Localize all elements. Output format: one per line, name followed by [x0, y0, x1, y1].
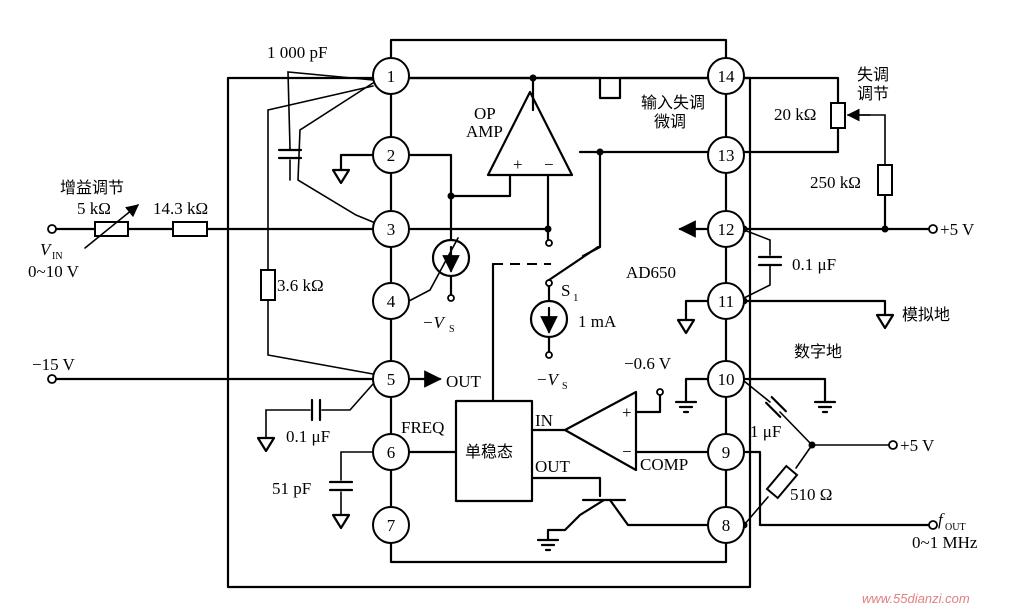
offset-trim-line1: 输入失调: [641, 93, 705, 112]
resistor-14-3k: [172, 221, 208, 237]
watermark: www.55dianzi.com: [862, 591, 970, 606]
resistor-20k: [830, 102, 846, 129]
switch-s1: S 1: [493, 239, 600, 304]
digital-ground-label: 数字地: [794, 342, 842, 361]
comp-label: COMP: [640, 455, 688, 474]
resistors: [84, 102, 893, 500]
ground-analog: [875, 313, 895, 330]
chip-name-label: AD650: [626, 263, 676, 282]
pin-11-label: 11: [718, 292, 734, 311]
plus5-terminal-a: [928, 224, 938, 234]
r-510-label: 510 Ω: [790, 485, 832, 504]
resistor-5k: [94, 221, 129, 237]
vs-label-sub: S: [449, 324, 455, 335]
r-250k-label: 250 kΩ: [810, 173, 861, 192]
vs-label: −V: [422, 313, 446, 332]
pin-4-label: 4: [387, 292, 396, 311]
terminals: [47, 224, 938, 530]
ground-transistor: [536, 538, 560, 552]
vin-terminal: [47, 224, 57, 234]
opamp-label-bottom: AMP: [466, 122, 503, 141]
switch-label-sub: 1: [573, 292, 579, 304]
cap-51pf-label: 51 pF: [272, 479, 311, 498]
gain-adjust-label: 增益调节: [60, 178, 124, 197]
pin-13-label: 13: [718, 146, 735, 165]
fout-label: f: [938, 510, 945, 529]
minus15-label: −15 V: [32, 355, 76, 374]
r-14-3k-label: 14.3 kΩ: [153, 199, 208, 218]
minus0-6-label: −0.6 V: [624, 354, 672, 373]
one-shot-in-label: IN: [535, 411, 553, 430]
offset-adjust-line1: 失调: [857, 65, 889, 84]
opamp-minus-sign: −: [544, 155, 554, 174]
pins-left: 1 2 3 4 5 6 7: [372, 57, 410, 544]
comparator: + −: [563, 390, 638, 472]
r-20k-label: 20 kΩ: [774, 105, 816, 124]
pin-5-label: 5: [387, 370, 396, 389]
plus5-terminal-b: [888, 440, 898, 450]
current-source-label: 1 mA: [578, 312, 617, 331]
vs2-label-sub: S: [562, 381, 568, 392]
vin-range-label: 0~10 V: [28, 262, 80, 281]
resistor-3-6k: [260, 269, 276, 301]
current-source-1ma: 1 mA: [529, 299, 617, 359]
plus5-b-label: +5 V: [900, 436, 935, 455]
capacitors: [277, 147, 787, 492]
minus0-6-terminal: [656, 388, 664, 396]
ground-pin11: [676, 318, 696, 335]
analog-ground-label: 模拟地: [902, 305, 950, 324]
cap-1uf-label: 1 μF: [750, 422, 781, 441]
vs2-label: −V: [536, 370, 560, 389]
resistor-510: [765, 464, 799, 500]
comparator-minus-sign: −: [622, 442, 632, 461]
fout-range-label: 0~1 MHz: [912, 533, 978, 552]
offset-trim-line2: 微调: [654, 112, 686, 131]
pin-3-label: 3: [387, 220, 396, 239]
pin-1-label: 1: [387, 67, 396, 86]
ground-cap-0-1: [256, 436, 276, 453]
ground-digital-left: [674, 400, 698, 414]
one-shot-out-label: OUT: [535, 457, 571, 476]
switch-label: S: [561, 281, 570, 300]
pin-12-label: 12: [718, 220, 735, 239]
vin-label: V: [40, 240, 53, 259]
cap-1000pf-label: 1 000 pF: [267, 43, 327, 62]
r-5k-label: 5 kΩ: [77, 199, 111, 218]
offset-adjust-line2: 调节: [857, 84, 889, 103]
one-shot-block: 单稳态 IN OUT: [454, 399, 571, 503]
pin-10-label: 10: [718, 370, 735, 389]
r-3-6k-label: 3.6 kΩ: [277, 276, 324, 295]
vin-label-sub: IN: [52, 251, 63, 262]
pin-7-label: 7: [387, 516, 396, 535]
pins-right: 14 13 12 11 10 9 8: [707, 57, 745, 544]
ground-cap-51pf: [331, 513, 351, 530]
one-shot-label: 单稳态: [465, 442, 513, 461]
minus15-terminal: [47, 374, 57, 384]
fout-label-sub: OUT: [945, 522, 966, 533]
pin-2-label: 2: [387, 146, 396, 165]
resistor-250k: [877, 164, 893, 196]
grounds: [256, 168, 895, 552]
freq-label: FREQ: [401, 418, 444, 437]
pin-6-label: 6: [387, 443, 396, 462]
cap-0-1uf-a-label: 0.1 μF: [286, 427, 330, 446]
pin-9-label: 9: [722, 443, 731, 462]
plus5-a-label: +5 V: [940, 220, 975, 239]
comparator-plus-sign: +: [622, 403, 632, 422]
opamp-plus-sign: +: [513, 155, 523, 174]
pin-14-label: 14: [718, 67, 736, 86]
labels: 1 000 pF 增益调节 5 kΩ 14.3 kΩ V IN 0~10 V 3…: [28, 43, 978, 606]
ground-pin2: [331, 168, 351, 185]
op-amp: + − OP AMP: [466, 90, 574, 177]
cap-0-1uf-b-label: 0.1 μF: [792, 255, 836, 274]
out-label: OUT: [446, 372, 482, 391]
opamp-label-top: OP: [474, 104, 496, 123]
fout-terminal: [928, 520, 938, 530]
chip-outline: [226, 76, 752, 589]
pin-8-label: 8: [722, 516, 731, 535]
ground-digital-right: [813, 400, 837, 414]
current-source-input: [431, 238, 471, 302]
